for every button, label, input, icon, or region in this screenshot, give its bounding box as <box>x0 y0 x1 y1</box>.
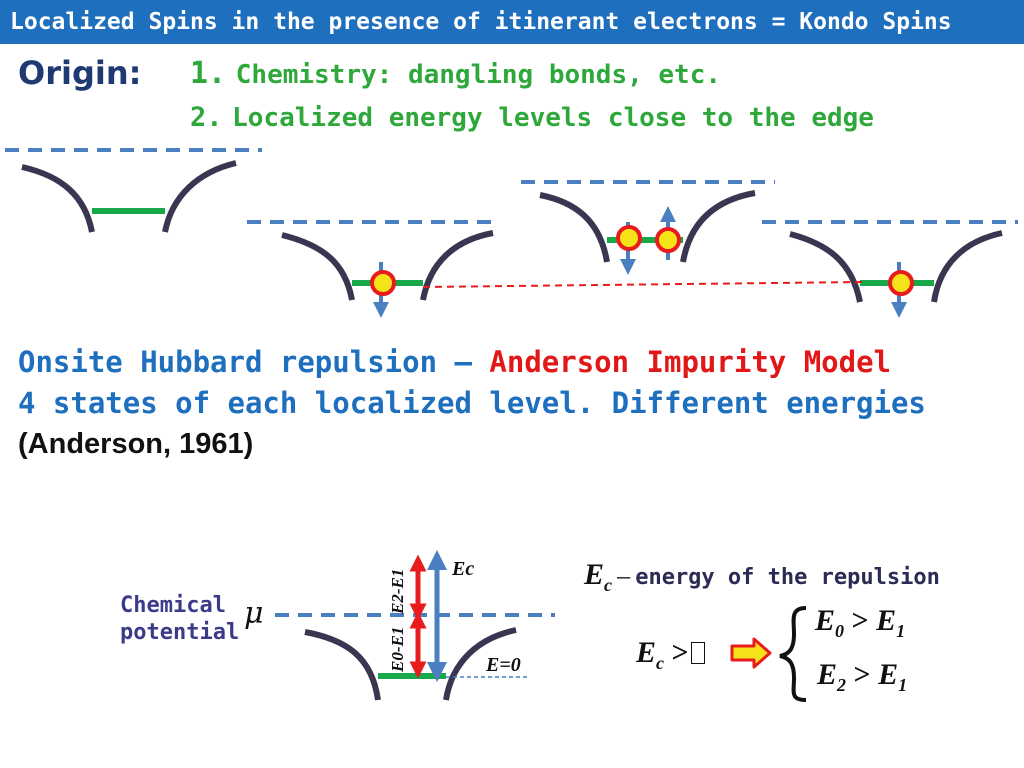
well-left-wall <box>282 235 352 300</box>
well-left-wall <box>790 234 860 302</box>
chemical-label-line-1: Chemical <box>120 592 239 619</box>
well-right-wall <box>683 193 755 262</box>
implies-arrow-icon <box>732 639 770 667</box>
energy-comparison-dashed-line <box>423 282 862 287</box>
anderson-model-text: Anderson Impurity Model <box>489 345 891 379</box>
chemical-label-line-2: potential <box>120 619 239 646</box>
zero-energy-label: E=0 <box>485 654 521 676</box>
four-states-text: 4 states of each localized level. Differ… <box>18 386 926 420</box>
energy-level-diagram: E2-E1 E0-E1 Ec E=0 μ <box>244 558 555 700</box>
hubbard-line: Onsite Hubbard repulsion – Anderson Impu… <box>18 345 891 379</box>
electron <box>372 272 394 294</box>
electron <box>657 229 679 251</box>
electron <box>890 272 912 294</box>
well-doubly-occupied <box>521 182 775 267</box>
ec-dash: – <box>617 561 630 590</box>
ec-label: Ec <box>451 558 474 580</box>
well-empty <box>5 150 262 232</box>
well-left-wall <box>540 195 607 262</box>
ec-definition: Ec – energy of the repulsion <box>584 558 940 596</box>
well-right-wall <box>934 233 1002 302</box>
left-brace-icon <box>780 608 806 700</box>
citation-text: (Anderson, 1961) <box>18 428 253 461</box>
ec-symbol: Ec <box>584 558 612 591</box>
well-right-wall <box>423 233 493 300</box>
e2-e1-label: E2-E1 <box>388 569 407 615</box>
hubbard-repulsion-text: Onsite Hubbard repulsion – <box>18 345 472 379</box>
inequality-e0-e1: E0 > E1 <box>815 604 905 642</box>
chemical-potential-label: Chemical potential <box>120 592 239 646</box>
e0-e1-label: E0-E1 <box>388 627 407 673</box>
inequality-e2-e1: E2 > E1 <box>817 658 907 696</box>
well-left-wall <box>22 167 92 232</box>
well-left-wall <box>305 632 378 700</box>
well-spin-down-right <box>762 222 1018 310</box>
mu-symbol: μ <box>244 596 264 631</box>
ec-condition: Ec > <box>636 636 705 674</box>
well-spin-down <box>247 222 500 310</box>
missing-glyph-box <box>691 642 705 664</box>
ec-description: energy of the repulsion <box>635 565 940 590</box>
well-right-wall <box>165 163 236 232</box>
electron <box>618 227 640 249</box>
